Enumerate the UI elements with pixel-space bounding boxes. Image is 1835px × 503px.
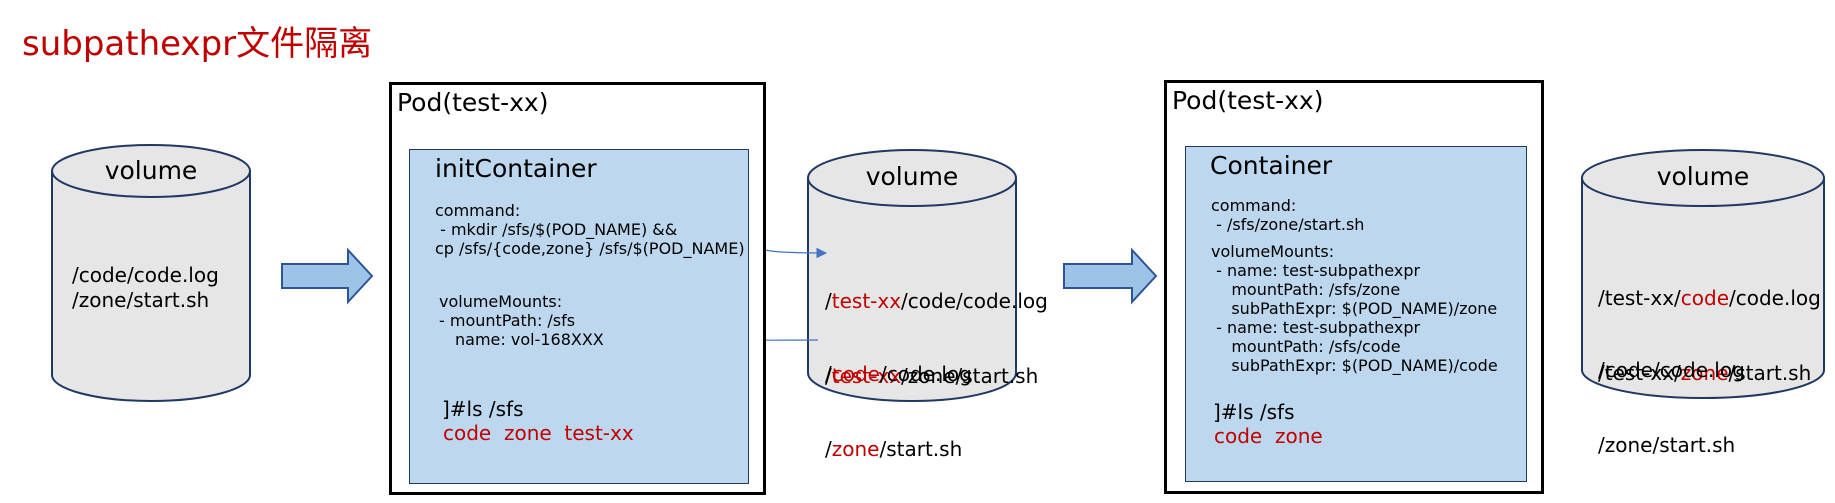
volume-right-contents-2: /code/code.log /zone/start.sh [1598, 308, 1745, 483]
ls-output: code zone test-xx [443, 421, 634, 446]
file-path: /zone/start.sh [72, 288, 210, 312]
page-title: subpathexpr文件隔离 [22, 24, 373, 64]
container-box [1185, 146, 1527, 482]
ls-item: zone [503, 421, 552, 445]
command-line: cp /sfs/{code,zone} /sfs/$(POD_NAME) [435, 239, 745, 258]
file-path: /test-xx/code/code.log [825, 289, 1048, 313]
volumemounts-label: volumeMounts: [1211, 242, 1335, 261]
file-path: /code/code.log [825, 362, 972, 386]
file-path: /zone/start.sh [1598, 433, 1736, 457]
ls-item: zone [1274, 424, 1323, 448]
volume-left-label: volume [104, 156, 198, 185]
mount-name: name: vol-168XXX [455, 330, 604, 349]
mount-line: - name: test-subpathexpr [1211, 261, 1421, 280]
init-container-box [409, 149, 749, 484]
volume-middle-contents-2: /code/code.log /zone/start.sh [825, 312, 972, 487]
ls-command: ]#ls /sfs [1213, 400, 1295, 424]
mount-line: subPathExpr: $(POD_NAME)/zone [1211, 299, 1498, 318]
command-label: command: [1211, 196, 1297, 215]
init-command-block: command: - mkdir /sfs/$(POD_NAME) &&cp /… [435, 201, 745, 258]
volume-middle-cylinder [807, 149, 1017, 402]
block-arrow-2 [1063, 247, 1158, 305]
file-path: /code/code.log [1598, 358, 1745, 382]
ls-item: test-xx [564, 421, 634, 445]
volume-middle-label: volume [865, 162, 959, 191]
volume-left-contents: /code/code.log/zone/start.sh [72, 263, 219, 313]
volumemounts-label: volumeMounts: [439, 292, 563, 311]
container-volumemounts-block: volumeMounts: - name: test-subpathexpr m… [1211, 242, 1498, 375]
block-arrow-1 [281, 247, 374, 305]
file-path: /zone/start.sh [825, 437, 963, 461]
file-path: /test-xx/zone/start.sh [825, 364, 1039, 388]
mount-line: mountPath: /sfs/code [1211, 337, 1401, 356]
volume-right-label: volume [1656, 162, 1750, 191]
mount-line: subPathExpr: $(POD_NAME)/code [1211, 356, 1498, 375]
ls-item: code [443, 421, 492, 445]
mount-line: mountPath: /sfs/zone [1211, 280, 1401, 299]
volume-left-cylinder [51, 144, 251, 402]
init-container-title: initContainer [435, 154, 597, 183]
pod-label: Pod(test-xx) [1172, 86, 1324, 115]
file-path: /code/code.log [72, 263, 219, 287]
command-line: - /sfs/zone/start.sh [1211, 215, 1365, 234]
volume-middle-contents: /test-xx/code/code.log /test-xx/zone/sta… [825, 239, 1048, 414]
ls-output: code zone [1214, 424, 1323, 449]
ls-item: code [1214, 424, 1263, 448]
container-title: Container [1210, 151, 1333, 180]
mount-path: - mountPath: /sfs [439, 311, 576, 330]
volume-right-contents: /test-xx/code/code.log /test-xx/zone/sta… [1598, 236, 1821, 411]
volume-right-cylinder [1581, 149, 1825, 399]
container-command-block: command: - /sfs/zone/start.sh [1211, 196, 1364, 234]
command-label: command: [435, 201, 521, 220]
file-path: /test-xx/zone/start.sh [1598, 361, 1812, 385]
file-path: /test-xx/code/code.log [1598, 286, 1821, 310]
mount-line: - name: test-subpathexpr [1211, 318, 1421, 337]
ls-command: ]#ls /sfs [442, 397, 524, 421]
pod-label: Pod(test-xx) [397, 88, 549, 117]
command-line: - mkdir /sfs/$(POD_NAME) && [435, 220, 678, 239]
